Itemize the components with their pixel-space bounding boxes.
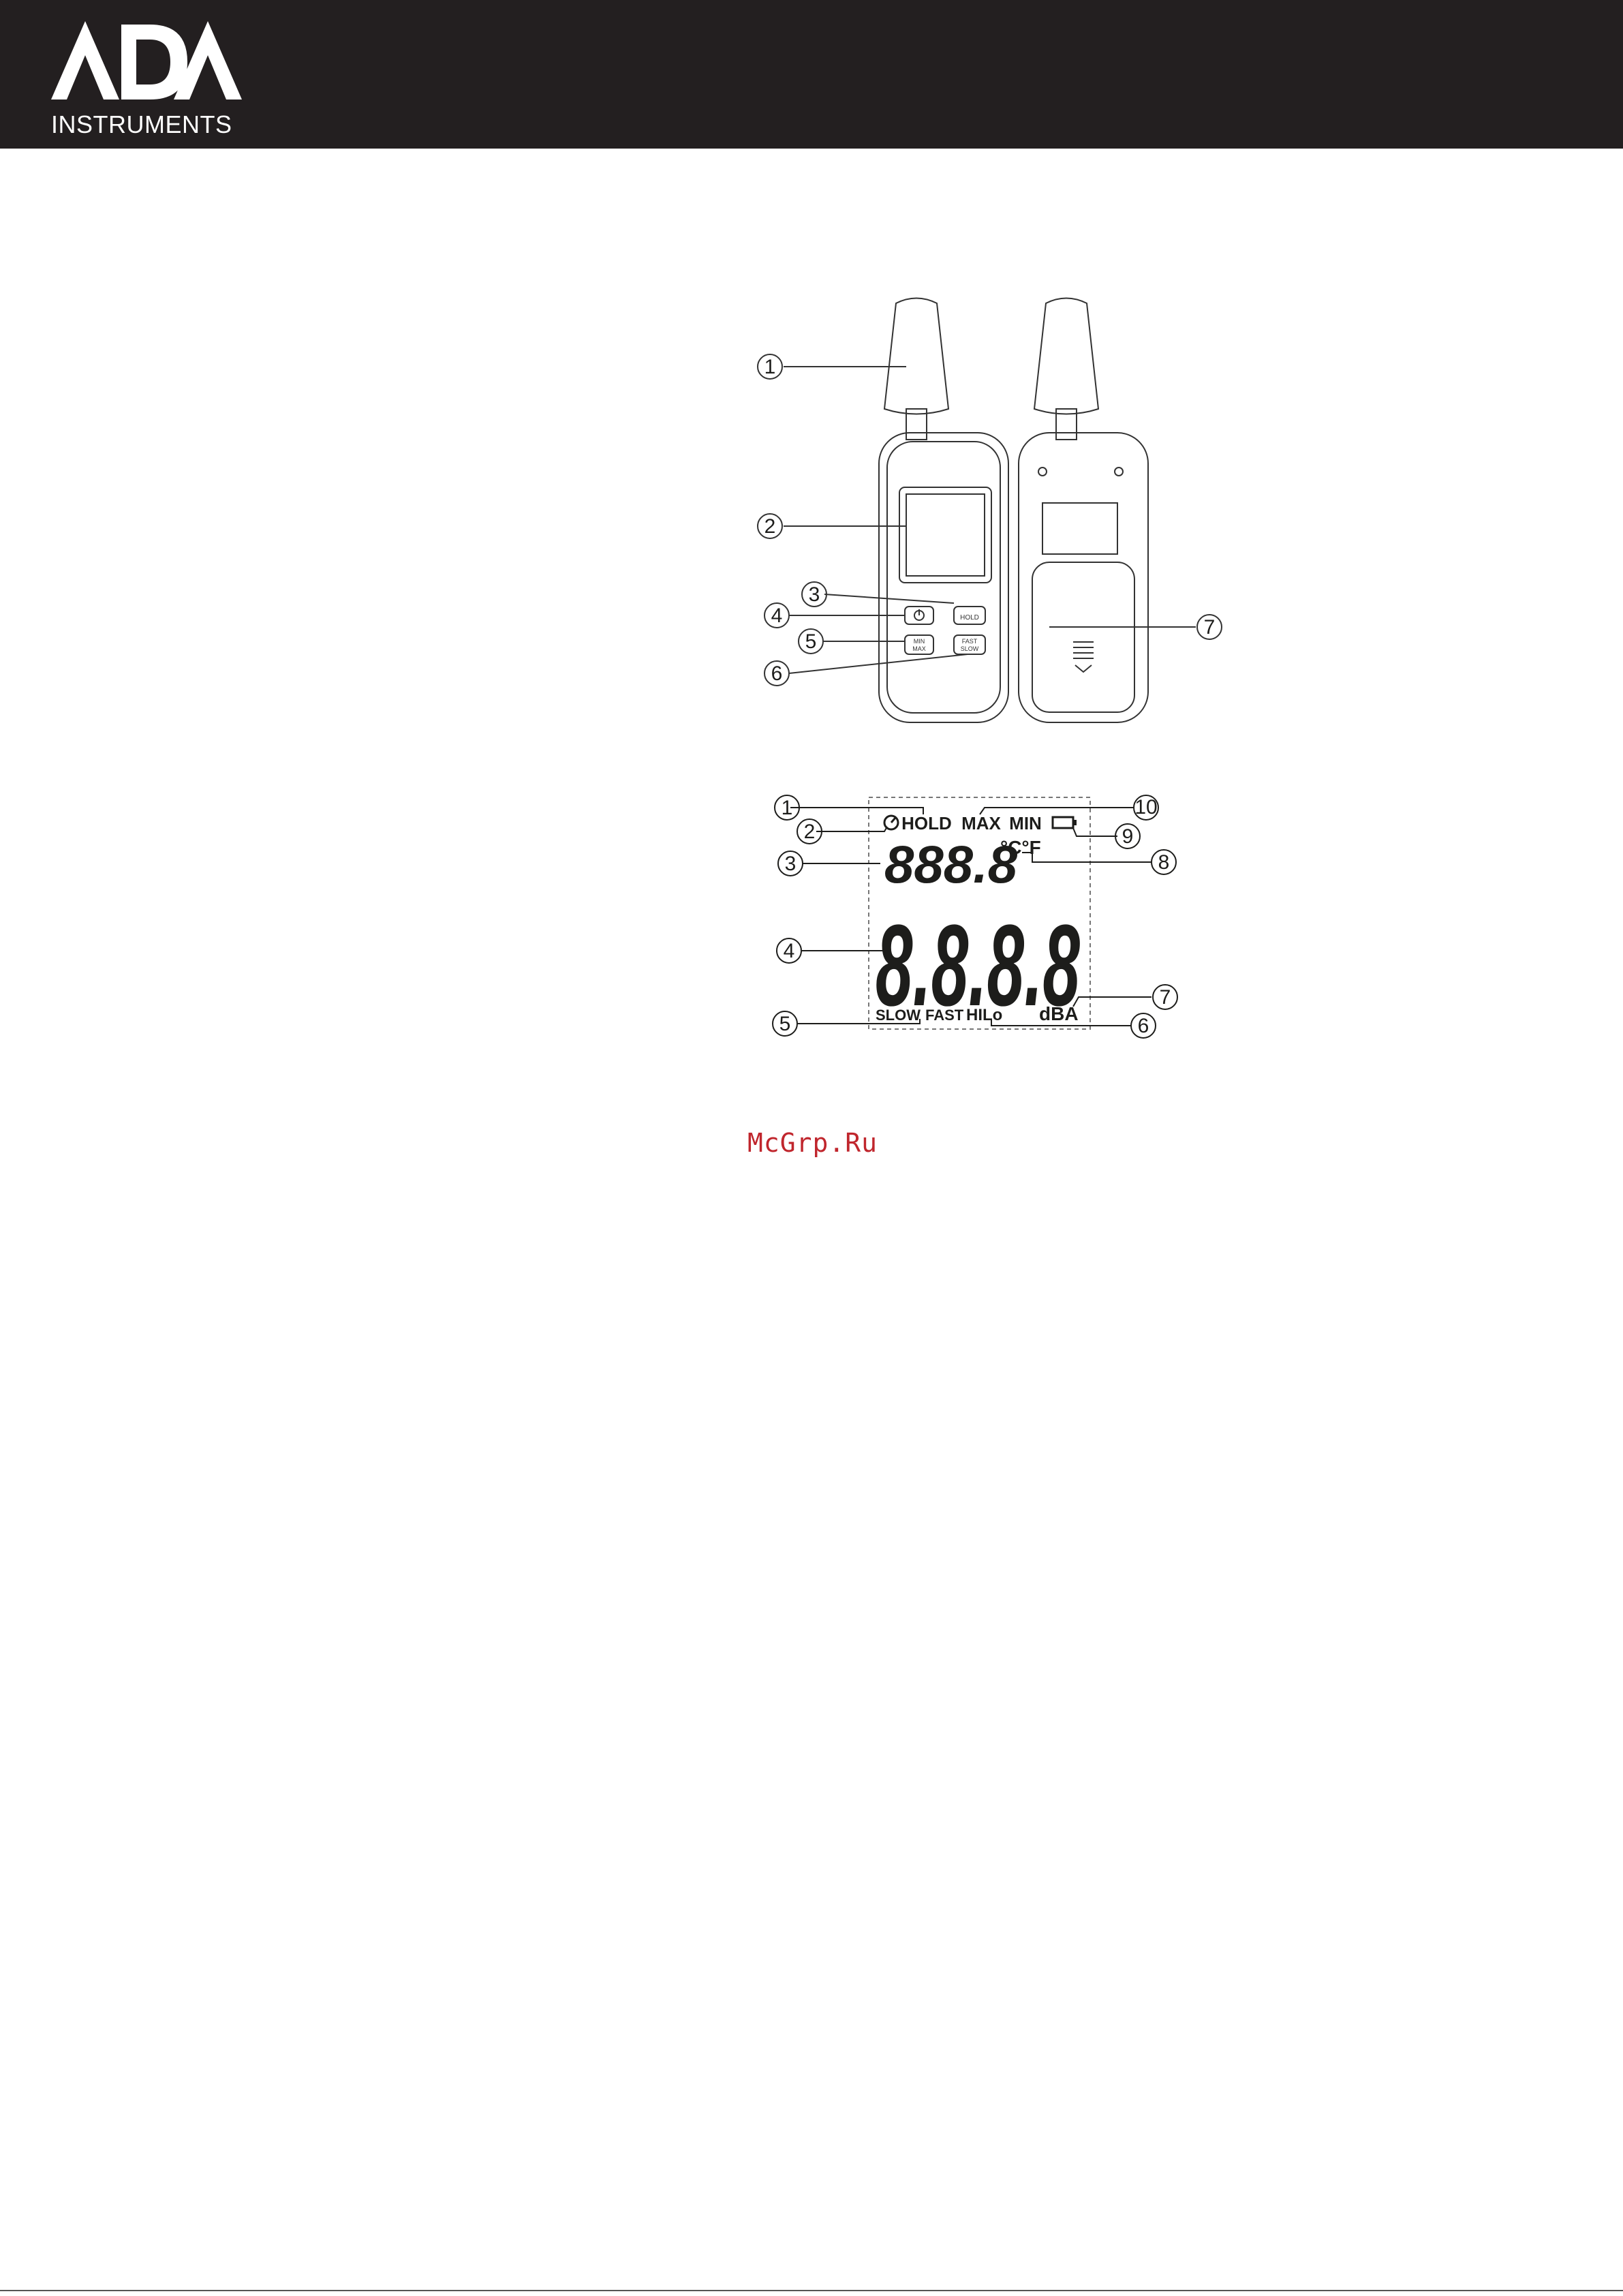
- diagram-shape: [891, 818, 895, 823]
- battery-cover: [1032, 562, 1134, 712]
- diagram-shape: [121, 25, 187, 100]
- device-figure: 1 2 3 4 5 6 7 HOLD MIN MAX FAST SLOW: [743, 286, 1261, 736]
- lcd-fast: FAST: [925, 1007, 964, 1024]
- device-body-back: [1019, 433, 1148, 722]
- callout-device-3: 3: [809, 583, 820, 606]
- callout-device-1: 1: [764, 356, 776, 378]
- diagram-shape: [1038, 468, 1047, 476]
- callout-lcd-5: 5: [779, 1013, 791, 1035]
- lcd-slow: SLOW: [876, 1007, 921, 1024]
- callout-device-4: 4: [771, 604, 783, 627]
- callout-device-5: 5: [805, 630, 817, 653]
- mic-windscreen-back: [1034, 299, 1098, 414]
- diagram-shape: [1075, 665, 1092, 672]
- diagram-shape: [816, 827, 887, 831]
- callout-device-7: 7: [1204, 616, 1216, 639]
- diagram-shape: [1073, 997, 1151, 1007]
- slow-label: SLOW: [961, 645, 979, 652]
- lcd-figure: HOLD MAX MIN 888.8 °C°F 8.8.8.8 SLOW FAS…: [763, 780, 1206, 1053]
- battery-icon: [1053, 817, 1073, 828]
- callout-lcd-4: 4: [784, 940, 795, 962]
- diagram-shape: [980, 808, 1134, 814]
- fast-label: FAST: [962, 638, 978, 645]
- diagram-shape: [1022, 853, 1151, 862]
- diagram-shape: [1042, 503, 1117, 554]
- watermark-text: McGrp.Ru: [747, 1128, 878, 1158]
- callout-lcd-8: 8: [1158, 851, 1170, 874]
- lcd-unit: dBA: [1039, 1003, 1079, 1024]
- callout-lcd-2: 2: [804, 821, 816, 843]
- callout-lcd-3: 3: [785, 853, 797, 875]
- lcd-hilo: HILo: [966, 1006, 1002, 1024]
- diagram-shape: [51, 21, 119, 100]
- diagram-shape: [1073, 820, 1077, 825]
- callout-lcd-7: 7: [1160, 986, 1171, 1009]
- hold-button-label: HOLD: [960, 614, 979, 622]
- bottom-rule: [0, 2290, 1623, 2291]
- diagram-shape: [1115, 468, 1123, 476]
- callout-lcd-10: 10: [1134, 796, 1157, 818]
- max-label: MAX: [912, 645, 926, 652]
- lcd-temp-unit: °C°F: [1000, 837, 1041, 858]
- diagram-shape: [887, 442, 1000, 713]
- lcd-small-digits: 888.8: [884, 834, 1018, 894]
- device-screen: [899, 487, 991, 583]
- header-bar: INSTRUMENTS: [0, 0, 1623, 149]
- callout-device-6: 6: [771, 662, 783, 685]
- lcd-min: MIN: [1009, 813, 1042, 833]
- callout-lcd-1: 1: [782, 797, 793, 819]
- callout-lcd-9: 9: [1122, 825, 1134, 848]
- callout-device-2: 2: [764, 515, 776, 538]
- callout-lcd-6: 6: [1138, 1015, 1149, 1037]
- min-label: MIN: [914, 638, 925, 645]
- diagram-shape: [1073, 828, 1117, 836]
- lcd-max: MAX: [961, 813, 1001, 833]
- lcd-hold: HOLD: [901, 813, 952, 833]
- mic-windscreen-front: [884, 299, 948, 414]
- device-body-front: [879, 433, 1008, 722]
- diagram-shape: [824, 594, 954, 603]
- logo-subtitle: INSTRUMENTS: [51, 110, 232, 139]
- diagram-shape: [906, 494, 985, 576]
